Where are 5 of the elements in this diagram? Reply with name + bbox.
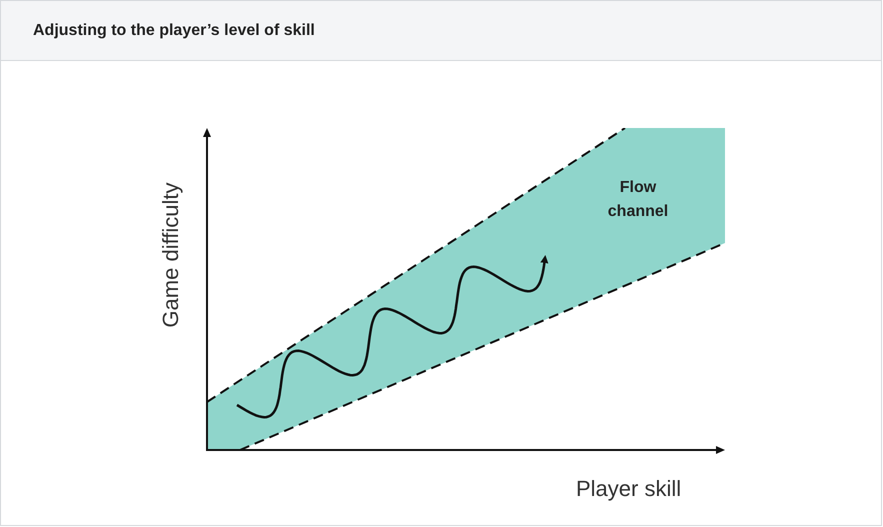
y-axis-label: Game difficulty bbox=[156, 182, 184, 328]
title: Adjusting to the player’s level of skill bbox=[33, 20, 315, 40]
band-label: Flow channel bbox=[606, 178, 670, 222]
x-axis-label: Player skill bbox=[576, 475, 682, 503]
flow-channel-band bbox=[207, 128, 725, 450]
